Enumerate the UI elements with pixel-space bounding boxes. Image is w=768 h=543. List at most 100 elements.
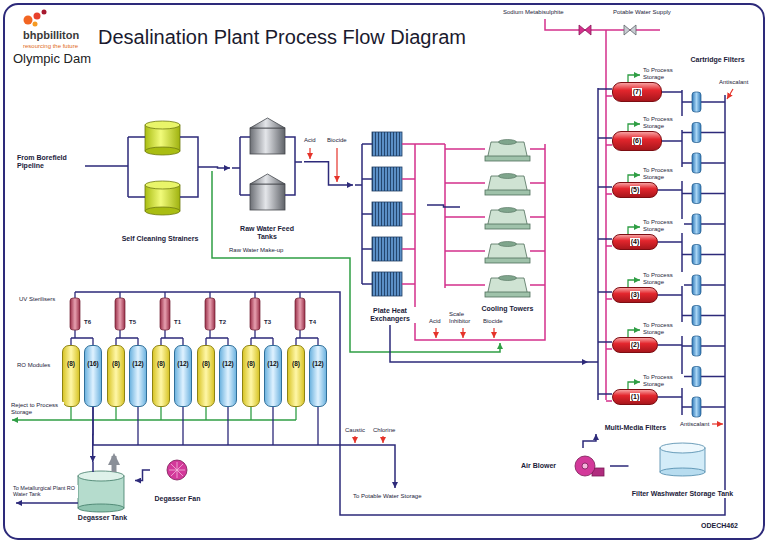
annotation-label: Sodium Metabisulphite: [502, 9, 565, 16]
node-text: (2): [630, 341, 641, 349]
process-pipe: [682, 376, 725, 377]
dosing-arrow: [435, 328, 436, 338]
cooling-water-pipe: [402, 248, 415, 250]
annotation-label: Antiscalant: [679, 421, 710, 428]
annotation-label: Caustic: [344, 427, 366, 434]
washwater-tank: [660, 443, 705, 453]
pipe-connector: [610, 465, 629, 467]
annotation-label: T1: [173, 319, 182, 326]
cartridge-filter: [692, 245, 701, 265]
process-pipe: [285, 137, 302, 195]
uv-steriliser: [115, 298, 125, 330]
cartridge-filter: [692, 214, 701, 234]
process-pipe: [682, 101, 725, 102]
equipment-group: Cartridge Filters: [685, 56, 750, 431]
reject-pipe: [295, 407, 296, 420]
equipment-group: Cooling Towers: [460, 135, 555, 315]
storage-arrow: [628, 227, 640, 234]
cooling-water-pipe: [415, 19, 660, 400]
storage-arrow: [628, 124, 640, 131]
ro-module: (8): [152, 345, 170, 407]
reject-pipe: [115, 407, 116, 420]
dosing-arrow: [309, 148, 310, 159]
cartridge-filter: [692, 123, 701, 143]
heat-exchanger: [372, 167, 402, 191]
uv-steriliser: [70, 298, 80, 330]
cooling-tower: [485, 224, 530, 229]
ro-module: (12): [174, 345, 192, 407]
backwash-pipe: [606, 193, 612, 195]
site-name: Olympic Dam: [12, 52, 92, 67]
equipment-group: Plate Heat Exchangers: [353, 125, 427, 325]
ro-module: (12): [264, 345, 282, 407]
annotation-label: Scale Inhibitor: [448, 311, 482, 325]
node-text: Raw Water Feed Tanks: [230, 225, 304, 241]
annotation-label: T5: [128, 319, 137, 326]
pipe-connector: [135, 470, 150, 481]
node-text: (7): [632, 88, 643, 96]
uv-steriliser: [250, 298, 260, 330]
annotation-label: To Metallurgical Plant RO Water Tank: [12, 485, 78, 498]
ro-module: (8): [197, 345, 215, 407]
ro-module: (8): [242, 345, 260, 407]
pipe-connector: [390, 325, 588, 362]
annotation-label: Potable Water Supply: [612, 9, 672, 16]
cartridge-filter: [692, 336, 701, 356]
process-pipe: [682, 193, 725, 194]
node-text: (1): [630, 393, 641, 401]
page-frame: [4, 4, 764, 539]
make-up-pipe: [12, 419, 296, 421]
cartridge-filter: [692, 92, 701, 112]
filter-vessel: (4): [612, 234, 658, 250]
process-pipe: [75, 95, 725, 515]
dosing-arrow: [354, 436, 355, 443]
node-text: (8): [112, 360, 120, 367]
equipment-group: Degasser Tank: [70, 462, 135, 524]
node-text: Cartridge Filters: [689, 56, 745, 64]
storage-arrow: [628, 175, 640, 182]
air-blower: [582, 463, 588, 469]
uv-steriliser: [160, 298, 170, 330]
filter-vessel: (1): [612, 389, 658, 405]
cartridge-filter: [692, 153, 701, 173]
cooling-tower: [485, 258, 530, 263]
ro-module: (12): [129, 345, 147, 407]
annotation-label: To Process Storage: [642, 116, 684, 130]
backwash-pipe: [606, 144, 612, 146]
equipment-group: Air Blower: [520, 448, 610, 484]
heat-exchanger: [372, 132, 402, 156]
logo-wordmark: bhpbilliton: [22, 29, 80, 42]
uv-steriliser: [295, 298, 305, 330]
node-text: Cooling Towers: [481, 305, 535, 313]
annotation-label: To Process Storage: [642, 67, 684, 81]
annotation-label: Antiscalant: [718, 79, 749, 86]
ro-module: (12): [219, 345, 237, 407]
strainer-vessel: [145, 207, 180, 215]
ro-module: (8): [107, 345, 125, 407]
process-pipe: [232, 137, 250, 195]
process-pipe: [362, 178, 372, 180]
process-pipe: [682, 345, 725, 346]
cooling-tower: [485, 156, 530, 161]
backwash-pipe: [606, 348, 612, 350]
equipment-group: Filter Washwater Storage Tank: [629, 436, 737, 500]
process-pipe: [180, 137, 205, 197]
feed-tank: [250, 174, 285, 184]
washwater-tank: [660, 443, 705, 476]
degasser-fan: [169, 462, 185, 478]
process-pipe: [85, 137, 145, 197]
pipe-connector: [427, 205, 460, 207]
dosing-arrow: [382, 436, 383, 443]
node-text: (12): [132, 360, 144, 367]
annotation-label: T3: [263, 319, 272, 326]
degasser-fan: [167, 460, 187, 480]
cooling-water-pipe: [415, 144, 545, 340]
annotation-label: T4: [308, 319, 317, 326]
filter-vessel: (2): [612, 337, 658, 353]
backwash-pipe: [606, 95, 612, 97]
node-text: (8): [292, 360, 300, 367]
annotation-label: To Potable Water Storage: [352, 493, 422, 500]
annotation-label: UV Sterilisers: [18, 296, 62, 303]
cartridge-filter: [692, 367, 701, 387]
process-pipe: [682, 162, 725, 163]
